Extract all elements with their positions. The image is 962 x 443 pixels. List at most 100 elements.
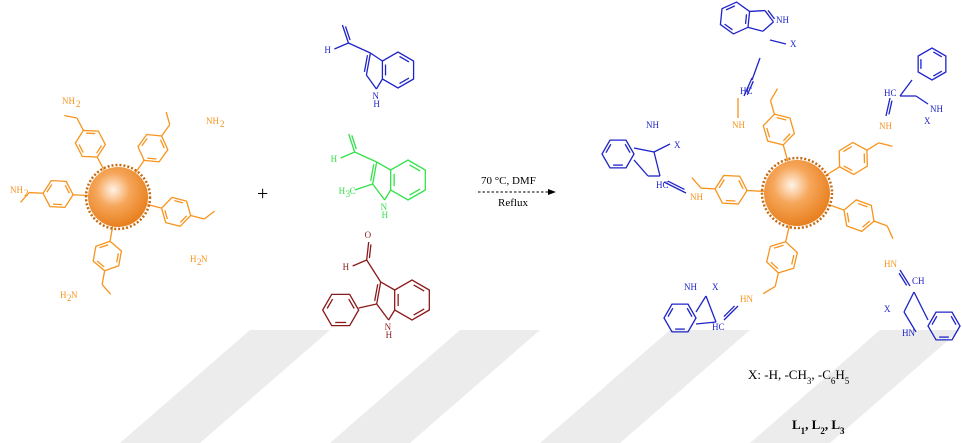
atom-label: NH [646,120,659,130]
bond [738,180,744,190]
bond [384,189,392,201]
benzene-ring [714,174,748,205]
atom-label: N [381,202,388,212]
bond [791,254,795,265]
bond [888,100,893,115]
atom-label: NH [879,121,892,131]
atom-label: H [386,330,393,340]
bond [354,151,377,163]
atom-label: HC [712,322,725,332]
atom-label: HN [884,259,897,269]
bond [109,226,114,242]
bond [724,23,733,31]
atom-label: HC [740,86,753,96]
bond [190,214,205,220]
bond [770,261,779,270]
atom-label: NH [684,282,697,292]
atom-label: CH [912,276,925,286]
bond [352,259,367,267]
atom-label: H [60,290,67,300]
benzene-ring [843,199,875,233]
bond [899,79,913,97]
bond [372,161,378,185]
bond [399,55,410,63]
bond [843,165,853,172]
bond [633,147,655,153]
bond [762,21,774,32]
bond [101,270,106,285]
bond [376,161,392,171]
bond [764,10,774,23]
benzene-ring [137,133,169,163]
bond [653,151,661,177]
bond [776,116,787,121]
bond [341,24,350,44]
atom-label: 2 [24,188,29,198]
atom-label: NH [690,192,703,202]
bond [388,309,396,321]
bond [46,184,53,193]
atom-label: H [339,186,346,196]
benzene-ring [762,113,796,146]
bond [409,164,421,172]
bond [366,259,382,283]
atom-label: X [674,140,681,150]
atom-label: H [331,154,338,164]
condition-top: 70 °C, DMF [481,175,536,187]
bond [903,311,917,333]
bond [885,97,891,117]
benzene-ring [663,303,697,333]
nanoparticle-core [88,167,148,227]
bond [365,52,372,76]
bond [695,295,707,313]
bond [340,151,355,159]
bond [101,284,112,295]
atom-label: 2 [67,293,72,303]
nanoparticle-rim [760,156,834,230]
bond [701,187,716,190]
atom-label: X [712,282,719,292]
bond [334,42,349,50]
atom-label: 2 [197,257,202,267]
bond [846,212,850,223]
bond [605,143,612,153]
bond [866,142,880,151]
bond [747,189,765,192]
bond [174,200,184,204]
bond [842,145,852,153]
bond [785,224,791,242]
atom-label: NH [206,116,219,126]
bond [116,253,119,263]
bond [769,39,787,45]
nanoparticle-rim [84,163,152,231]
bond [348,42,371,54]
atom-label: NH [732,120,745,130]
bond [374,284,379,302]
bond [769,100,776,115]
bond [747,26,764,32]
benzene-ring [381,51,415,89]
bond [370,52,383,62]
bond [950,315,957,325]
bond [743,77,753,97]
bond [73,194,89,197]
bond [376,303,390,321]
bond [782,144,789,162]
reaction-arrow: 70 °C, DMF Reflux [478,175,556,209]
atom-label: H [382,210,389,220]
benzene-ring [42,179,74,209]
bond [933,70,943,77]
bond [99,244,109,249]
bond [931,315,938,325]
bond [375,78,383,90]
bond [141,138,148,147]
atom-label: H [324,45,331,55]
bond [886,225,894,239]
bond [878,142,893,147]
condition-bottom: Reflux [498,197,528,209]
atom-label: HN [902,328,915,338]
bond [861,220,871,228]
